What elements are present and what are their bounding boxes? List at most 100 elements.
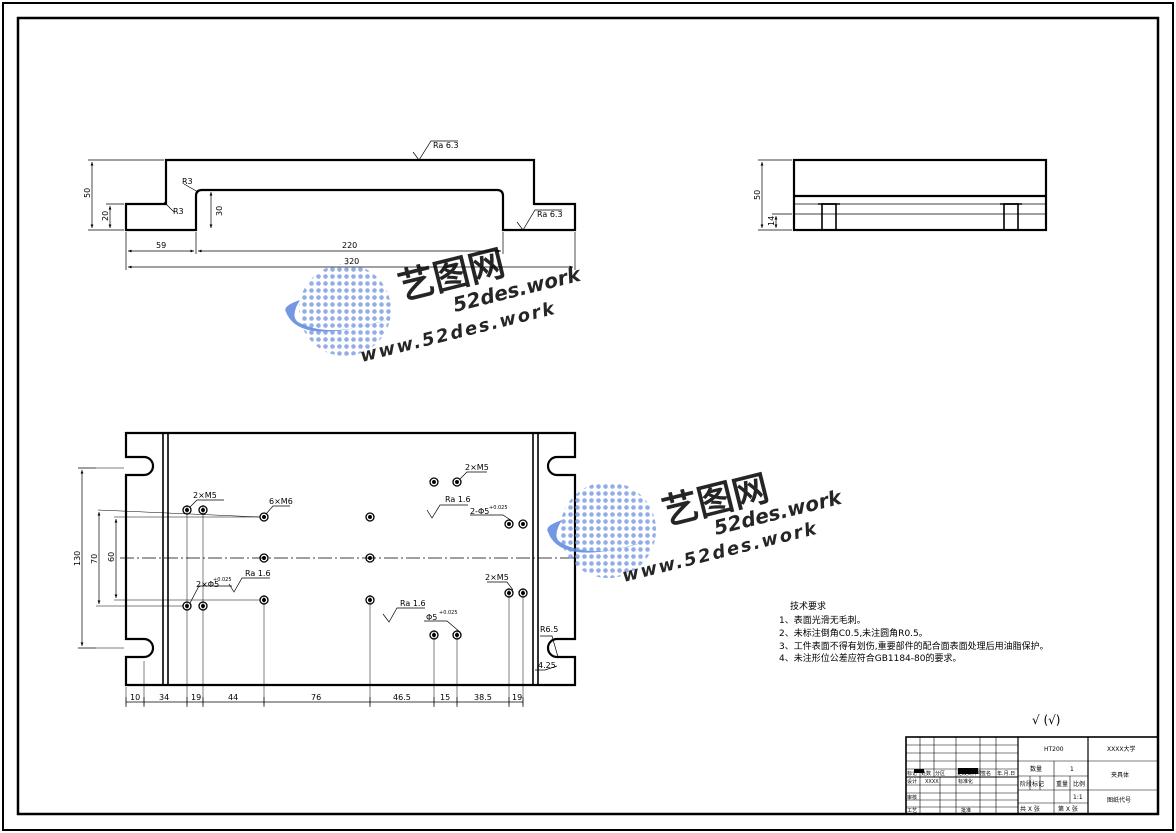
side-view xyxy=(758,158,1048,232)
watermark-1: 艺图网 52des.work www.52des.work xyxy=(285,243,585,367)
tb-process: 工艺 xyxy=(907,808,917,814)
tb-standard: 标准化 xyxy=(958,778,973,785)
dim-h-7: 38.5 xyxy=(474,693,492,702)
tech-item: 4、未注形位公差应符合GB1184-80的要求。 xyxy=(779,652,961,664)
radius-r3-left: R3 xyxy=(173,207,184,216)
tb-weight-label: 重量 xyxy=(1056,780,1068,788)
dim-30: 30 xyxy=(215,206,224,216)
label-2xm5-left: 2×M5 xyxy=(193,491,217,500)
tb-stage-label: 阶段标记 xyxy=(1020,780,1044,788)
label-ra16-top: Ra 1.6 xyxy=(445,495,471,504)
tb-sheet-total: 共 X 张 xyxy=(1020,805,1040,813)
hole xyxy=(365,553,375,563)
hole xyxy=(504,519,514,529)
dim-50: 50 xyxy=(83,188,92,198)
label-pin-bottom-tol: +0.025 xyxy=(439,610,458,616)
title-block-text: HT200 XXXX大学 夹具体 数量 1 阶段标记 重量 比例 1:1 共 X… xyxy=(907,745,1135,814)
label-425: 4.25 xyxy=(538,661,556,670)
tb-scale-label: 比例 xyxy=(1073,780,1085,788)
inner-border xyxy=(16,16,1160,816)
label-2xm5-right: 2×M5 xyxy=(485,573,509,582)
front-view xyxy=(88,140,577,270)
tech-requirements: 技术要求 1、表面光滑无毛刺。 2、未标注倒角C0.5,未注圆角R0.5。 3、… xyxy=(779,600,1049,664)
tech-item: 1、表面光滑无毛刺。 xyxy=(779,614,866,626)
label-pin-bottom: Φ5 xyxy=(426,613,437,622)
tech-item: 2、未标注倒角C0.5,未注圆角R0.5。 xyxy=(779,627,928,639)
tb-hdr: 分区 xyxy=(935,770,945,777)
roughness-right: Ra 6.3 xyxy=(537,210,563,219)
watermark-swoosh xyxy=(547,520,656,553)
tb-qty-label: 数量 xyxy=(1030,765,1042,773)
hole xyxy=(259,512,269,522)
tb-hdr: 处数 xyxy=(921,770,931,777)
label-2xm5-top: 2×M5 xyxy=(465,463,489,472)
dim-h-4: 76 xyxy=(311,693,321,702)
surface-other: √ (√) xyxy=(1032,713,1060,727)
dim-h-1: 34 xyxy=(159,693,169,702)
front-view-outline xyxy=(124,158,577,232)
tb-hdr: 签名 xyxy=(981,770,991,777)
tb-hdr: 年.月.日 xyxy=(997,770,1015,777)
tb-part-name: 夹具体 xyxy=(1111,771,1129,779)
dim-320: 320 xyxy=(344,257,359,266)
dim-h-5: 46.5 xyxy=(393,693,411,702)
hole xyxy=(259,553,269,563)
tb-designer: XXXX xyxy=(925,779,939,785)
dim-h-6: 15 xyxy=(440,693,450,702)
hole xyxy=(429,477,439,487)
dim-h-8: 19 xyxy=(512,693,522,702)
watermark-globe xyxy=(299,264,391,356)
tb-review: 审核 xyxy=(907,794,917,801)
plan-view xyxy=(78,431,582,707)
side-dim-50: 50 xyxy=(753,190,762,200)
dim-h-2: 19 xyxy=(191,693,201,702)
hole xyxy=(365,512,375,522)
side-view-labels: 50 14 xyxy=(753,190,776,226)
label-pin-top-tol: +0.025 xyxy=(489,505,508,511)
tb-hdr: 更改文件号 xyxy=(957,770,982,777)
label-r65: R6.5 xyxy=(540,625,558,634)
holes xyxy=(182,477,528,640)
roughness-top: Ra 6.3 xyxy=(433,141,459,150)
tb-design: 设计 xyxy=(907,778,917,785)
label-6xm6: 6×M6 xyxy=(269,497,293,506)
dim-220: 220 xyxy=(342,241,357,250)
watermark-globe xyxy=(560,482,656,578)
hole xyxy=(518,519,528,529)
watermark-2: 艺图网 52des.work www.52des.work xyxy=(547,468,846,587)
title-block xyxy=(905,736,1159,815)
dim-h-3: 44 xyxy=(228,693,238,702)
tb-material: HT200 xyxy=(1044,746,1064,753)
tb-scale-value: 1:1 xyxy=(1073,794,1083,801)
side-dim-14: 14 xyxy=(767,216,776,226)
tb-hdr: 标记 xyxy=(907,770,917,777)
tb-drawing-no: 图纸代号 xyxy=(1107,796,1131,804)
side-pin-left xyxy=(821,203,837,231)
tech-title: 技术要求 xyxy=(790,600,826,612)
tb-sheet-no: 第 X 张 xyxy=(1058,805,1078,813)
tb-qty-value: 1 xyxy=(1070,766,1074,773)
label-ra16-bottom: Ra 1.6 xyxy=(400,599,426,608)
dim-60: 60 xyxy=(107,552,116,562)
plan-view-outline xyxy=(124,431,577,687)
dim-h-0: 10 xyxy=(130,693,140,702)
front-view-labels: 50 20 30 59 220 320 Ra 6.3 Ra 6.3 R3 R3 xyxy=(83,141,563,266)
label-pin-top: 2-Φ5 xyxy=(470,507,489,516)
hole xyxy=(452,477,462,487)
tb-approve: 批准 xyxy=(961,807,971,814)
dim-130: 130 xyxy=(73,551,82,566)
dim-70: 70 xyxy=(90,554,99,564)
radius-r3-inner: R3 xyxy=(182,177,193,186)
side-pin-right xyxy=(1003,203,1019,231)
dim-59: 59 xyxy=(156,241,166,250)
plan-view-labels: 2×M5 6×M6 2×M5 Ra 1.6 2-Φ5 +0.025 2×Φ5 +… xyxy=(73,463,558,702)
label-pin-left: 2×Φ5 xyxy=(196,580,219,589)
watermark-swoosh xyxy=(285,300,392,332)
dim-20: 20 xyxy=(101,211,110,221)
tb-school: XXXX大学 xyxy=(1107,745,1135,753)
label-pin-left-tol: +0.025 xyxy=(213,577,232,583)
tech-item: 3、工件表面不得有划伤,重要部件的配合面表面处理后用油脂保护。 xyxy=(779,640,1049,652)
label-ra16-left: Ra 1.6 xyxy=(245,569,271,578)
